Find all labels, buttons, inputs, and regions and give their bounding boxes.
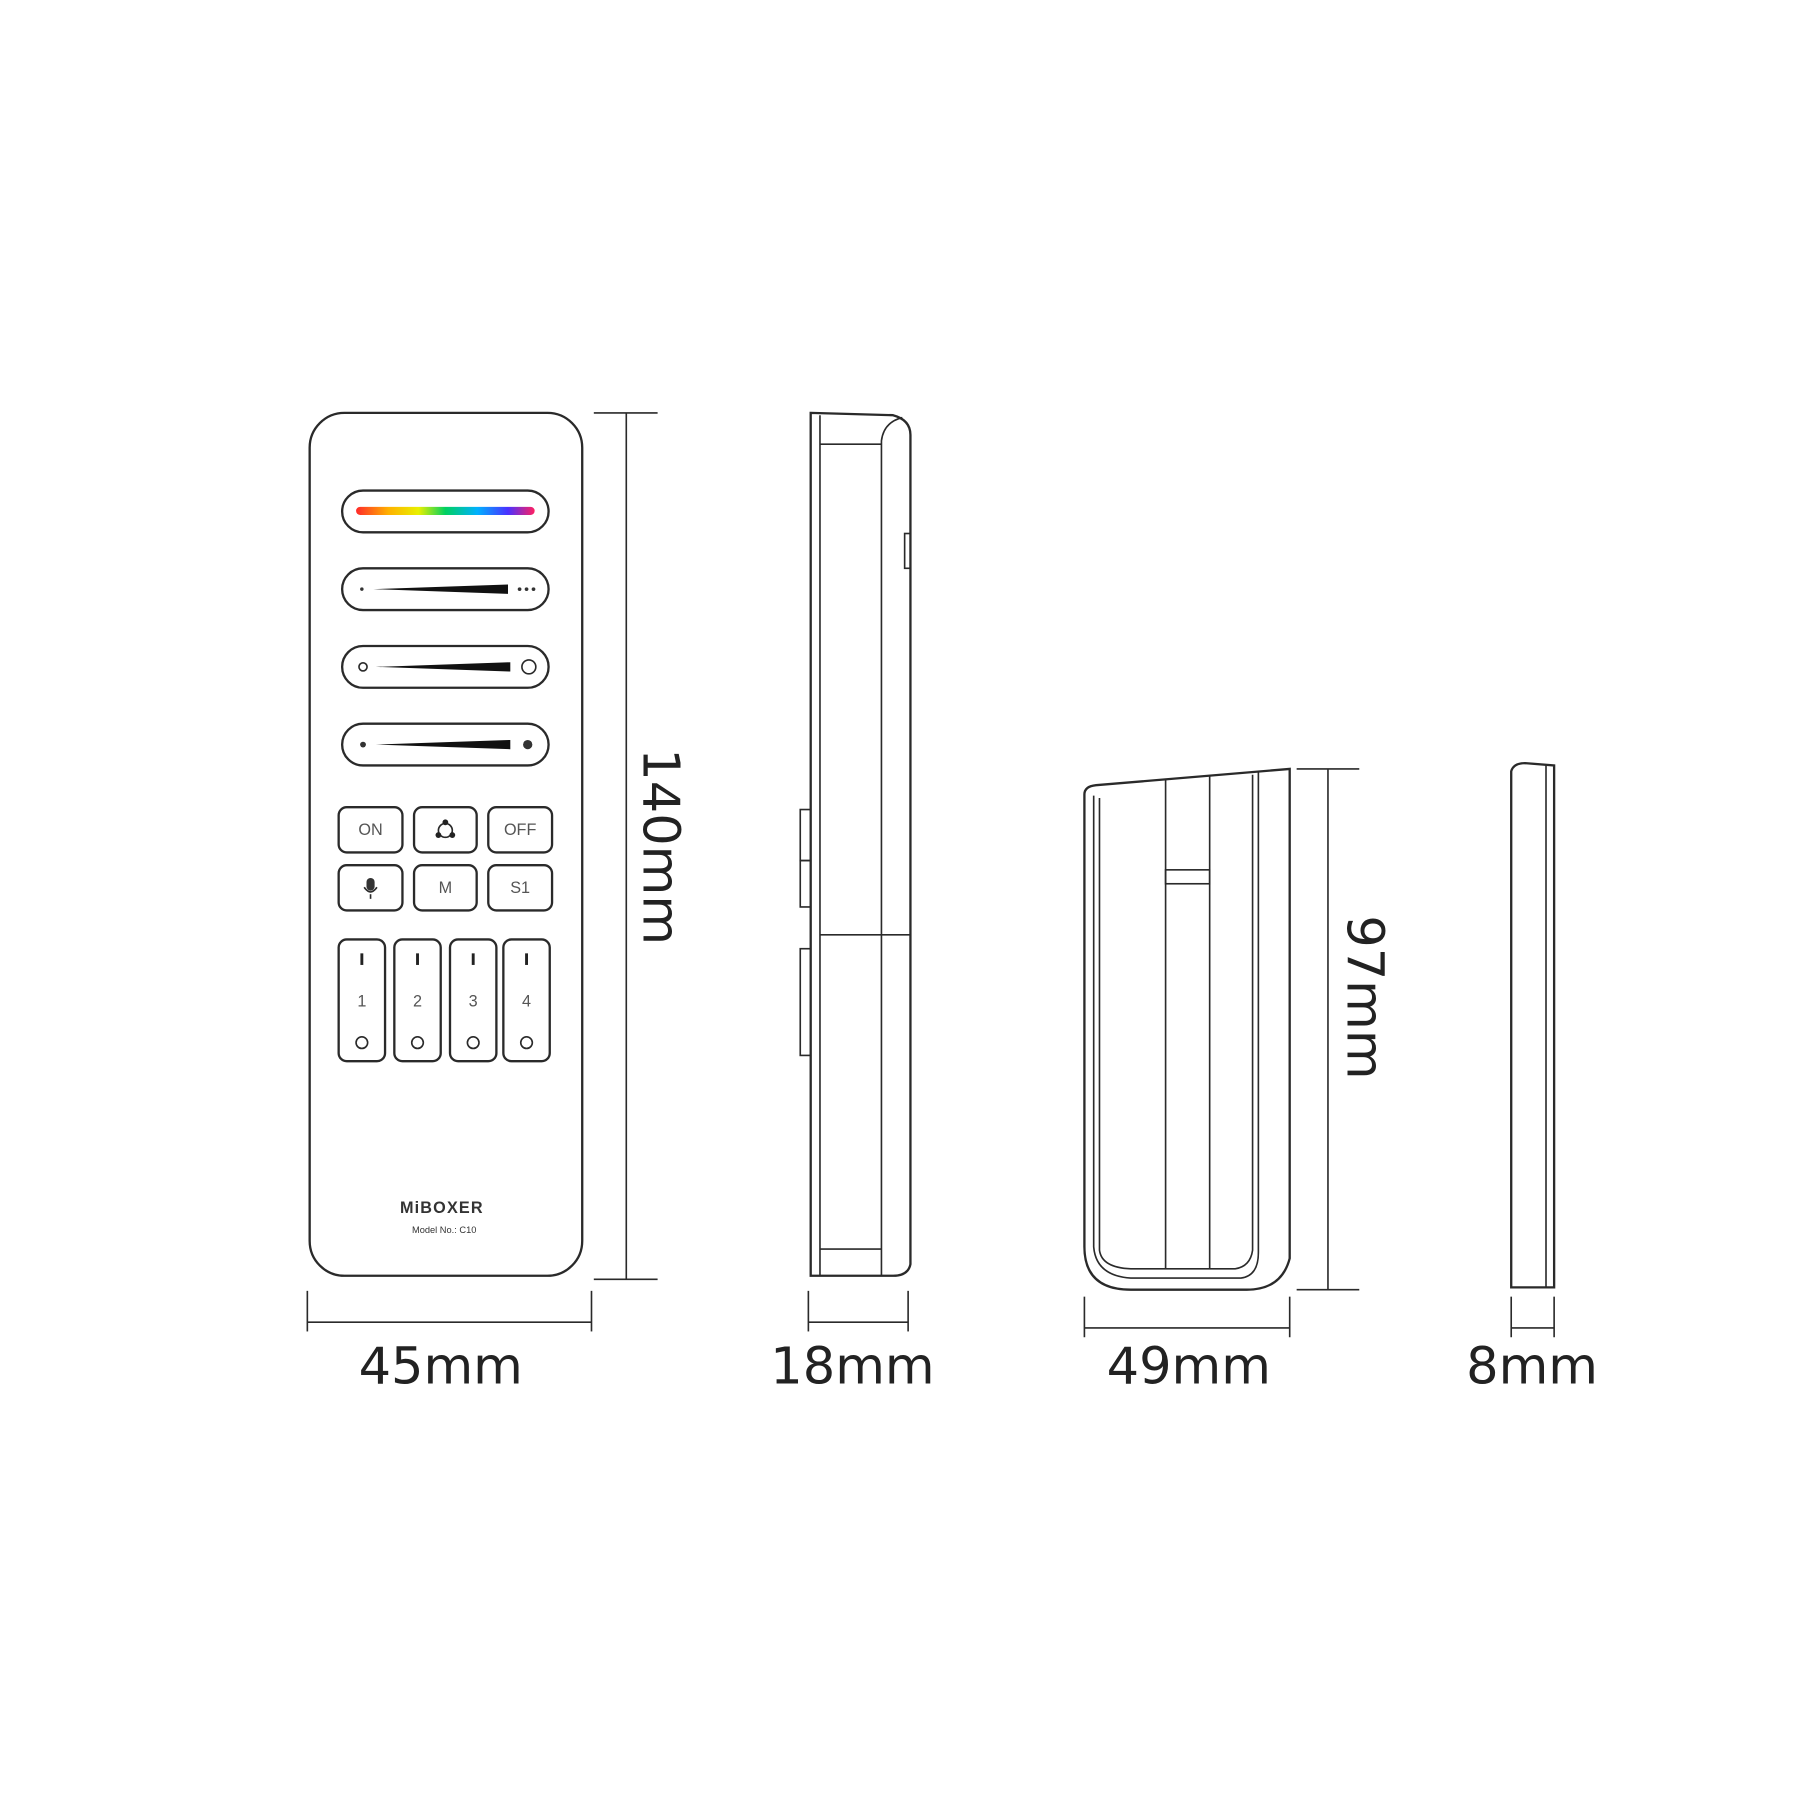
s1-label: S1 bbox=[510, 879, 530, 897]
s1-button[interactable]: S1 bbox=[487, 864, 554, 912]
off-label: OFF bbox=[504, 821, 537, 839]
brand-logo: MiBOXER bbox=[400, 1199, 484, 1217]
holder-width-dimension-49: 49mm bbox=[1083, 1296, 1291, 1397]
remote-front-view: ON OFF M S1 bbox=[308, 411, 584, 1277]
microphone-icon bbox=[363, 877, 378, 899]
height-dimension-140: 140mm bbox=[593, 412, 690, 1281]
mode-cycle-button[interactable] bbox=[412, 806, 478, 854]
dimension-label: 18mm bbox=[770, 1338, 934, 1397]
remote-side-view bbox=[799, 411, 912, 1277]
width-dimension-45: 45mm bbox=[306, 1290, 593, 1397]
dimension-label: 45mm bbox=[359, 1338, 523, 1397]
zone-label: 4 bbox=[522, 993, 531, 1011]
zone-label: 1 bbox=[357, 993, 366, 1011]
zone-button-1[interactable]: 1 bbox=[337, 938, 387, 1063]
wall-holder-front-view bbox=[1083, 767, 1291, 1291]
on-button[interactable]: ON bbox=[337, 806, 404, 854]
dimension-label: 49mm bbox=[1107, 1338, 1271, 1397]
dimension-label: 8mm bbox=[1466, 1338, 1598, 1397]
dimension-label: 140mm bbox=[631, 748, 690, 945]
dimension-label: 97mm bbox=[1335, 915, 1394, 1079]
zone-button-2[interactable]: 2 bbox=[393, 938, 442, 1063]
microphone-button[interactable] bbox=[337, 864, 404, 912]
brightness-slider[interactable] bbox=[340, 722, 550, 767]
holder-height-dimension-97: 97mm bbox=[1296, 768, 1394, 1291]
m-label: M bbox=[439, 879, 453, 897]
zone-button-3[interactable]: 3 bbox=[448, 938, 498, 1063]
mode-cycle-icon bbox=[435, 819, 456, 839]
depth-dimension-18: 18mm bbox=[770, 1290, 935, 1397]
zone-button-4[interactable]: 4 bbox=[502, 938, 551, 1063]
saturation-slider[interactable] bbox=[340, 567, 550, 612]
on-label: ON bbox=[358, 821, 382, 839]
zone-label: 3 bbox=[469, 993, 478, 1011]
model-number: Model No.: C10 bbox=[412, 1225, 476, 1235]
zone-label: 2 bbox=[413, 993, 422, 1011]
color-slider[interactable] bbox=[340, 489, 550, 534]
m-button[interactable]: M bbox=[412, 864, 478, 912]
holder-depth-dimension-8: 8mm bbox=[1466, 1296, 1598, 1397]
wall-holder-side-view bbox=[1510, 761, 1556, 1289]
color-temperature-slider[interactable] bbox=[340, 644, 550, 689]
off-button[interactable]: OFF bbox=[487, 806, 554, 854]
